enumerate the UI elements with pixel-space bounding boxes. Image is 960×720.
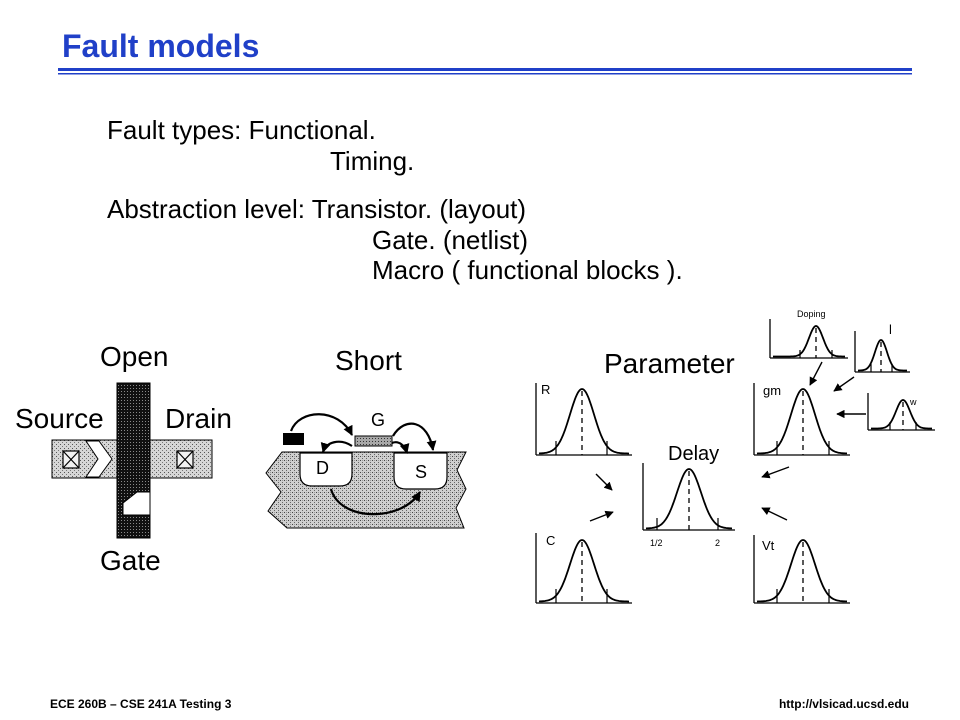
drain-contact [176,450,194,469]
parameter-fault-diagram: Parameter R C Delay 1/2 2 gm Vt Doping l… [535,309,935,604]
bell-curve [539,388,629,455]
doping-label: Doping [797,309,826,319]
metal-contact [283,433,304,445]
short-fault-diagram: Short G D S [265,345,467,529]
delay-label: Delay [668,443,719,465]
bell-curve [756,539,847,603]
drain-well [299,452,353,487]
parameter-arrows [589,361,866,522]
short-arrow [329,488,421,516]
gm-distribution-plot [753,383,850,456]
abstraction-level-line: Abstraction level: Transistor. (layout) [107,194,526,224]
diffusion-break [85,440,113,478]
bell-curve [858,339,907,372]
open-title: Open [100,341,169,372]
short-arrow [320,440,353,453]
open-break [122,491,151,516]
l-to-gm-arrow [833,376,855,392]
short-title: Short [335,345,402,376]
short-arrow [391,441,410,454]
bell-curve [539,539,629,603]
parameter-title: Parameter [604,348,735,379]
r-distribution-plot [535,383,632,456]
c-label: C [546,533,555,548]
gate-label: Gate [100,545,161,576]
bell-curve [646,468,732,530]
drain-label: Drain [165,403,232,434]
bell-curve [773,325,845,358]
source-contact [62,450,80,469]
doping-distribution-plot [769,319,848,359]
fault-types-timing: Timing. [330,146,414,176]
source-contact-cross [62,450,80,469]
distribution-plots [535,319,935,604]
w-label: w [909,397,917,407]
bell-curve [756,388,847,455]
l-distribution-plot [854,331,910,373]
c-distribution-plot [535,533,632,604]
footer-course: ECE 260B – CSE 241A Testing 3 [50,697,232,711]
short-drain-label: D [316,458,329,478]
l-label: l [889,322,892,337]
bullet-text: Fault types: Functional. Timing. Abstrac… [107,115,683,285]
footer-url: http://vlsicad.ucsd.edu [779,697,909,711]
short-arrow [289,413,353,436]
title-rule-thick [58,68,912,71]
r-label: R [541,382,550,397]
title-rule-thin [58,73,912,75]
fault-types-line: Fault types: Functional. [107,115,376,145]
gate-electrode [354,435,393,447]
w-distribution-plot [867,393,935,431]
short-source-label: S [415,462,427,482]
source-well [393,452,448,490]
gm-label: gm [763,383,781,398]
slide-title: Fault models [62,28,259,64]
abstraction-level-macro: Macro ( functional blocks ). [372,255,683,285]
vt-distribution-plot [753,535,850,604]
vt-to-delay-arrow [761,507,788,521]
gm-to-delay-arrow [761,466,790,479]
r-to-delay-arrow [595,473,613,491]
delay-distribution-plot [642,463,735,531]
bell-curve [871,399,932,430]
short-arrow [392,422,437,451]
delay-tick-high-label: 2 [715,538,720,548]
source-label: Source [15,403,104,434]
abstraction-level-gate: Gate. (netlist) [372,225,528,255]
delay-tick-low-label: 1/2 [650,538,663,548]
short-path-arrows [289,413,437,516]
c-to-delay-arrow [589,510,614,522]
drain-contact-cross [176,450,194,469]
doping-to-gm-arrow [809,361,823,386]
vt-label: Vt [762,538,775,553]
open-fault-diagram: Open Source Drain Gate [15,341,232,576]
short-gate-label: G [371,410,385,430]
